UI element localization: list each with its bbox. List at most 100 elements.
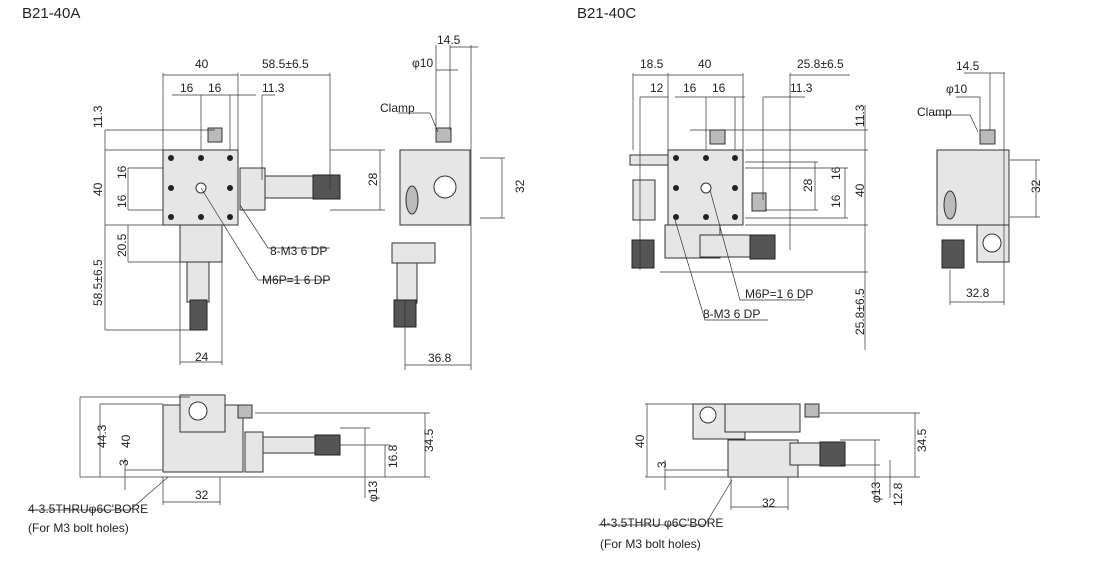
note-bolt-holes-sub: (For M3 bolt holes) — [600, 537, 701, 551]
dim-14-5: 14.5 — [956, 59, 980, 73]
micrometer-knurl — [749, 234, 776, 260]
dim-32: 32 — [195, 488, 209, 502]
micrometer-bore — [433, 175, 457, 199]
micrometer-sleeve — [262, 436, 319, 454]
dim-18-5: 18.5 — [640, 57, 664, 71]
dim-32-8: 32.8 — [966, 286, 990, 300]
dim-32: 32 — [762, 496, 776, 510]
clamp-label: Clamp — [380, 101, 415, 115]
top-view-c: 18.5 40 25.8±6.5 12 16 16 11.3 11.3 28 1… — [629, 57, 868, 350]
dim-phi-10: φ10 — [412, 56, 433, 70]
clamp-screw — [804, 403, 820, 418]
clamp-lever — [405, 185, 419, 215]
y-axis-block — [179, 224, 223, 263]
dim-hole-pitch: 16 — [208, 81, 222, 95]
dim-offset: 11.3 — [790, 81, 813, 95]
micrometer-knurl — [819, 441, 846, 467]
clamp-screw — [709, 129, 726, 145]
model-title: B21-40A — [22, 5, 80, 22]
dim-travel-x: 25.8±6.5 — [797, 57, 844, 71]
dim-40: 40 — [119, 434, 133, 448]
micrometer-sleeve — [396, 262, 418, 304]
dim-3: 3 — [117, 459, 131, 466]
bracket — [629, 154, 671, 166]
micrometer-sleeve — [789, 442, 821, 466]
dim-travel-y: 25.8±6.5 — [853, 288, 867, 335]
clamp-screw — [237, 404, 253, 419]
callout-m3-holes: 8-M3 6 DP — [270, 244, 327, 258]
dim-width: 40 — [698, 57, 712, 71]
mounting-holes — [673, 155, 738, 220]
callout-m6-hole: M6P=1 6 DP — [745, 287, 813, 301]
mounting-holes — [168, 155, 233, 220]
dim-phi-13: φ13 — [366, 481, 380, 502]
x-axis-block — [239, 167, 266, 211]
dim-3: 3 — [655, 461, 669, 468]
dim-height: 40 — [91, 182, 105, 196]
dim-32: 32 — [1029, 179, 1043, 193]
clamp-screw — [751, 192, 767, 212]
dim-width: 40 — [195, 57, 209, 71]
model-b21-40c: B21-40C 18.5 40 25.8±6.5 12 16 16 11.3 1… — [577, 5, 1043, 551]
note-bolt-holes: 4-3.5THRU φ6C'BORE — [600, 516, 723, 530]
micrometer-sleeve — [632, 179, 656, 221]
micrometer-bore — [982, 233, 1002, 253]
clamp-label: Clamp — [917, 105, 952, 119]
micrometer-knurl — [941, 239, 965, 269]
micrometer-sleeve — [264, 175, 316, 199]
stage-table — [724, 403, 801, 433]
dim-offset: 11.3 — [262, 81, 285, 95]
dim-12-8: 12.8 — [891, 482, 905, 506]
micrometer-knurl — [631, 239, 655, 269]
dim-hole-pitch: 16 — [712, 81, 726, 95]
micrometer-knurl — [189, 299, 208, 331]
dim-34-5: 34.5 — [422, 428, 436, 452]
dim-hole-pitch-vertical: 16 — [829, 166, 843, 180]
bracket — [391, 242, 436, 264]
dim-hole-pitch-vertical: 16 — [115, 165, 129, 179]
dim-travel-x: 58.5±6.5 — [262, 57, 309, 71]
note-bolt-holes-sub: (For M3 bolt holes) — [28, 521, 129, 535]
dim-phi-10: φ10 — [946, 82, 967, 96]
top-view-a: 40 58.5±6.5 16 16 11.3 11.3 40 16 16 20.… — [91, 57, 385, 365]
dim-12: 12 — [650, 81, 664, 95]
micrometer-knurl — [312, 174, 341, 200]
note-bolt-holes: 4-3.5THRUφ6C'BORE — [28, 502, 148, 516]
side-view-c: 14.5 φ10 Clamp 32 32.8 — [917, 59, 1043, 305]
dim-32: 32 — [513, 179, 527, 193]
model-b21-40a: B21-40A 40 58.5±6.5 16 16 11.3 11.3 40 1… — [22, 5, 527, 535]
dim-28: 28 — [801, 178, 815, 192]
model-title: B21-40C — [577, 5, 636, 22]
dim-block-length: 20.5 — [115, 233, 129, 257]
dim-36-8: 36.8 — [428, 351, 452, 365]
clamp-screw — [979, 129, 996, 145]
micrometer-bore — [188, 401, 208, 421]
front-view-a: 44.3 40 3 32 16.8 34.5 φ13 4-3.5THRUφ6C'… — [28, 394, 436, 535]
dim-offset-vertical: 11.3 — [91, 105, 105, 128]
dim-16-8: 16.8 — [386, 444, 400, 468]
side-view-a: 14.5 φ10 Clamp 32 36.8 — [380, 33, 527, 370]
dim-40: 40 — [633, 434, 647, 448]
dim-hole-pitch: 16 — [180, 81, 194, 95]
micrometer-bracket — [244, 431, 264, 473]
dim-phi-13: φ13 — [869, 482, 883, 503]
micrometer-sleeve — [186, 261, 210, 303]
callout-m6-hole: M6P=1 6 DP — [262, 273, 330, 287]
callout-m3-holes: 8-M3 6 DP — [703, 307, 760, 321]
dimension-labels: 40 58.5±6.5 16 16 11.3 11.3 40 16 16 20.… — [91, 57, 380, 364]
stage-base — [727, 439, 799, 478]
clamp-screw — [207, 127, 223, 143]
dim-28: 28 — [366, 172, 380, 186]
clamp-screw — [435, 127, 452, 143]
dim-hole-pitch: 16 — [683, 81, 697, 95]
micrometer-bore — [699, 406, 717, 424]
dim-14-5: 14.5 — [437, 33, 461, 47]
dim-34-5: 34.5 — [915, 428, 929, 452]
front-view-c: 40 3 32 φ13 12.8 34.5 4-3.5THRU φ6C'BORE… — [598, 403, 929, 551]
clamp-lever — [943, 190, 957, 220]
dim-44-3: 44.3 — [95, 424, 109, 448]
dim-24: 24 — [195, 350, 209, 364]
dim-offset-vertical: 11.3 — [853, 104, 867, 127]
